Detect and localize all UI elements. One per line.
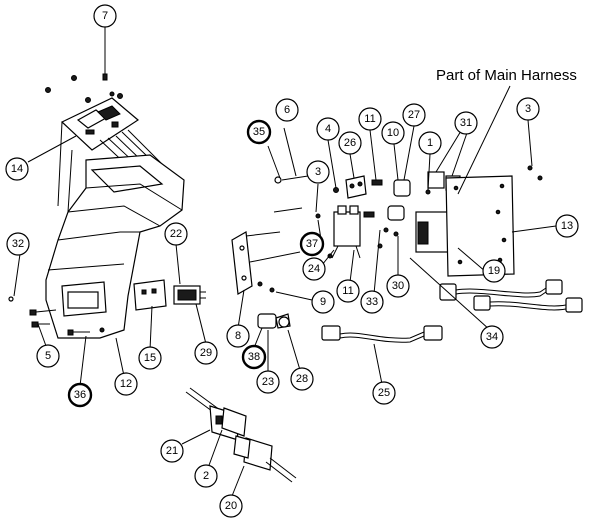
svg-text:7: 7 [102, 10, 108, 22]
callout-21: 21 [160, 439, 184, 463]
callout-33: 33 [360, 290, 384, 314]
knob-parts [257, 313, 291, 329]
callout-37: 37 [299, 231, 325, 257]
svg-text:30: 30 [392, 280, 404, 292]
callout-15: 15 [138, 346, 162, 370]
callout-31: 31 [454, 111, 478, 135]
callout-14: 14 [5, 157, 29, 181]
cable-34 [439, 279, 583, 313]
svg-text:36: 36 [74, 389, 86, 401]
callout-7: 7 [93, 4, 117, 28]
callout-35: 35 [246, 119, 272, 145]
callout-27: 27 [402, 103, 426, 127]
callout-11-top: 11 [358, 107, 382, 131]
callout-12: 12 [114, 372, 138, 396]
svg-text:5: 5 [45, 350, 51, 362]
svg-text:35: 35 [253, 126, 265, 138]
connector-21 [185, 387, 247, 441]
svg-text:25: 25 [378, 387, 390, 399]
callout-19: 19 [482, 259, 506, 283]
svg-text:23: 23 [262, 376, 274, 388]
callout-23: 23 [256, 370, 280, 394]
svg-text:24: 24 [308, 263, 320, 275]
terminal-block [345, 175, 367, 199]
svg-text:4: 4 [325, 123, 331, 135]
fuse-holders [363, 179, 411, 221]
panel-screws [45, 60, 123, 103]
svg-text:9: 9 [320, 296, 326, 308]
callout-26: 26 [338, 131, 362, 155]
switch-plate [133, 279, 167, 311]
svg-text:21: 21 [166, 445, 178, 457]
mounting-bracket [231, 231, 301, 295]
svg-text:1: 1 [427, 137, 433, 149]
svg-text:34: 34 [486, 331, 498, 343]
callout-25: 25 [372, 381, 396, 405]
callout-10: 10 [381, 121, 405, 145]
svg-text:15: 15 [144, 352, 156, 364]
callout-32: 32 [6, 232, 30, 256]
housing-screws [8, 296, 90, 336]
svg-text:2: 2 [203, 470, 209, 482]
svg-text:20: 20 [225, 500, 237, 512]
callout-30: 30 [386, 274, 410, 298]
annotation-text: Part of Main Harness [436, 67, 577, 84]
svg-text:32: 32 [12, 238, 24, 250]
svg-text:13: 13 [561, 220, 573, 232]
svg-text:26: 26 [344, 137, 356, 149]
svg-text:27: 27 [408, 109, 420, 121]
svg-text:31: 31 [460, 117, 472, 129]
callout-29: 29 [194, 341, 218, 365]
callout-1: 1 [418, 131, 442, 155]
callout-28: 28 [290, 367, 314, 391]
callout-34: 34 [480, 325, 504, 349]
callout-6: 6 [275, 98, 299, 122]
svg-text:11: 11 [342, 285, 353, 297]
callout-24: 24 [302, 257, 326, 281]
svg-text:33: 33 [366, 296, 378, 308]
svg-text:37: 37 [306, 238, 318, 250]
svg-text:28: 28 [296, 373, 308, 385]
svg-text:6: 6 [284, 104, 290, 116]
svg-text:8: 8 [235, 330, 241, 342]
connector-20 [233, 435, 297, 483]
callout-4: 4 [316, 117, 340, 141]
callout-3-left: 3 [306, 160, 330, 184]
svg-text:14: 14 [11, 163, 23, 175]
leader-lines [13, 26, 557, 497]
rocker-switch [173, 285, 206, 305]
svg-text:29: 29 [200, 347, 212, 359]
control-panel-plate [60, 97, 140, 151]
svg-text:38: 38 [248, 351, 260, 363]
callout-22: 22 [164, 222, 188, 246]
mounting-plate [445, 175, 515, 277]
cable-25 [321, 325, 443, 343]
callout-3-right: 3 [516, 97, 540, 121]
svg-text:3: 3 [525, 103, 531, 115]
main-harness-leader [457, 85, 511, 195]
svg-text:12: 12 [120, 378, 132, 390]
svg-text:3: 3 [315, 166, 321, 178]
callout-36: 36 [67, 382, 93, 408]
callout-11-bottom: 11 [336, 279, 360, 303]
callout-5: 5 [36, 344, 60, 368]
callout-9: 9 [311, 290, 335, 314]
solenoid [327, 205, 361, 259]
callout-8: 8 [226, 324, 250, 348]
svg-text:10: 10 [387, 127, 399, 139]
callout-13: 13 [555, 214, 579, 238]
callout-2: 2 [194, 464, 218, 488]
svg-text:22: 22 [170, 228, 182, 240]
dashboard-housing [45, 154, 185, 339]
svg-text:11: 11 [364, 113, 375, 125]
callout-20: 20 [219, 494, 243, 518]
callout-38: 38 [241, 344, 267, 370]
svg-text:19: 19 [488, 265, 500, 277]
